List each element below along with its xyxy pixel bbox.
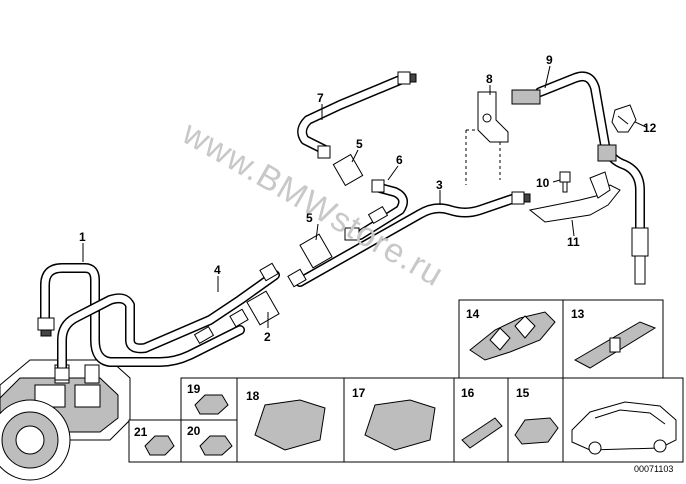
callout-10: 10 xyxy=(536,176,550,190)
detail-box-16 xyxy=(453,377,509,463)
bracket-11 xyxy=(528,171,621,223)
callout-8: 8 xyxy=(486,72,493,86)
connector-nut-2 xyxy=(229,262,280,328)
detail-box-19 xyxy=(180,377,238,421)
bracket-8 xyxy=(465,89,541,185)
callout-18: 18 xyxy=(246,389,260,403)
brake-pipe-7 xyxy=(297,71,417,159)
brake-pipe-3 xyxy=(295,191,531,287)
callout-15: 15 xyxy=(516,386,530,400)
clip-12 xyxy=(611,104,637,133)
bolt-10 xyxy=(559,171,571,193)
brake-pipe-4 xyxy=(54,270,280,381)
callout-17: 17 xyxy=(352,386,366,400)
detail-box-21 xyxy=(128,419,182,463)
detail-box-13 xyxy=(562,299,664,379)
pipe-sleeve-parts xyxy=(193,205,389,345)
callout-5-mid: 5 xyxy=(306,211,313,225)
detail-box-14 xyxy=(458,299,564,379)
callout-19: 19 xyxy=(187,382,201,396)
diagram-reference-code: 00071103 xyxy=(634,464,673,474)
callout-21: 21 xyxy=(134,425,148,439)
callout-7: 7 xyxy=(317,91,324,105)
connector-nut-5-top xyxy=(332,153,364,187)
callout-14: 14 xyxy=(466,307,480,321)
detail-box-15 xyxy=(507,377,564,463)
callout-3: 3 xyxy=(436,178,443,192)
callout-13: 13 xyxy=(571,307,585,321)
detail-box-17 xyxy=(343,377,455,463)
callout-4: 4 xyxy=(214,263,221,277)
callout-11: 11 xyxy=(567,235,580,249)
connector-nut-5-mid xyxy=(287,233,333,288)
callout-20: 20 xyxy=(187,424,201,438)
callout-9: 9 xyxy=(546,53,553,67)
callout-2: 2 xyxy=(264,330,271,344)
hydraulic-unit xyxy=(0,359,131,481)
leader-lines xyxy=(82,65,647,328)
callout-16: 16 xyxy=(461,386,475,400)
callout-numbers: 1 2 3 4 5 5 6 7 8 9 10 11 12 13 14 15 16… xyxy=(79,53,657,439)
callout-6: 6 xyxy=(396,153,403,167)
brake-pipe-6 xyxy=(344,179,409,241)
callout-5-top: 5 xyxy=(356,137,363,151)
detail-box-vehicle xyxy=(562,377,684,463)
callout-12: 12 xyxy=(643,121,657,135)
callout-1: 1 xyxy=(79,230,86,244)
